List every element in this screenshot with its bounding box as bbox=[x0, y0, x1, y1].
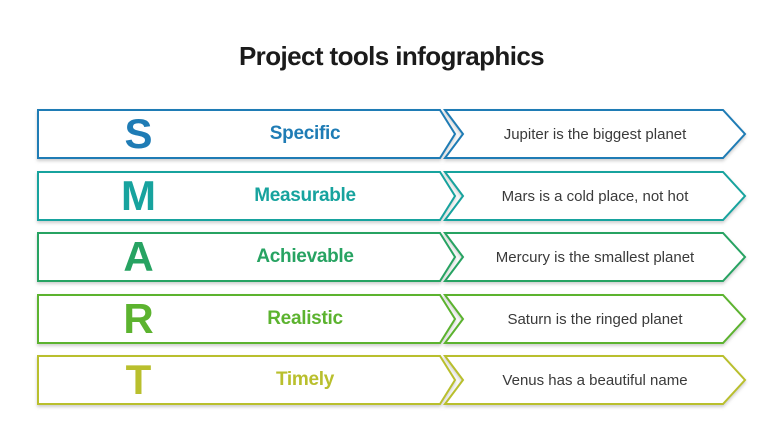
description-text: Jupiter is the biggest planet bbox=[503, 125, 687, 143]
row-shapes bbox=[37, 109, 747, 159]
description-arrow-shape bbox=[443, 294, 747, 344]
description-text: Saturn is the ringed planet bbox=[507, 310, 683, 328]
acronym-letter: R bbox=[123, 295, 153, 342]
description-text: Mars is a cold place, not hot bbox=[501, 187, 689, 205]
row-shapes bbox=[37, 171, 747, 221]
acronym-letter: S bbox=[124, 110, 152, 157]
acronym-letter: M bbox=[121, 172, 156, 219]
label-arrow-shape bbox=[37, 171, 457, 221]
description-arrow-shape bbox=[443, 232, 747, 282]
row-shapes bbox=[37, 232, 747, 282]
label-arrow-shape bbox=[37, 294, 457, 344]
criterion-label: Realistic bbox=[267, 308, 343, 329]
row-shapes bbox=[37, 355, 747, 405]
smart-row-achievable: A Achievable Mercury is the smallest pla… bbox=[0, 232, 783, 282]
label-arrow-shape bbox=[37, 109, 457, 159]
smart-row-specific: S Specific Jupiter is the biggest planet bbox=[0, 109, 783, 159]
description-text: Venus has a beautiful name bbox=[502, 371, 688, 389]
acronym-letter: A bbox=[123, 233, 153, 280]
acronym-letter: T bbox=[125, 356, 152, 403]
criterion-label: Timely bbox=[275, 369, 335, 390]
description-text: Mercury is the smallest planet bbox=[495, 248, 695, 266]
criterion-label: Measurable bbox=[254, 185, 356, 206]
row-shapes bbox=[37, 294, 747, 344]
criterion-label: Achievable bbox=[256, 246, 354, 267]
label-arrow-shape bbox=[37, 355, 457, 405]
description-arrow-shape bbox=[443, 171, 747, 221]
description-arrow-shape bbox=[443, 109, 747, 159]
description-arrow-shape bbox=[443, 355, 747, 405]
label-arrow-shape bbox=[37, 232, 457, 282]
page-title: Project tools infographics bbox=[238, 41, 545, 71]
smart-row-timely: T Timely Venus has a beautiful name bbox=[0, 355, 783, 405]
criterion-label: Specific bbox=[269, 123, 341, 144]
smart-row-measurable: M Measurable Mars is a cold place, not h… bbox=[0, 171, 783, 221]
smart-row-realistic: R Realistic Saturn is the ringed planet bbox=[0, 294, 783, 344]
